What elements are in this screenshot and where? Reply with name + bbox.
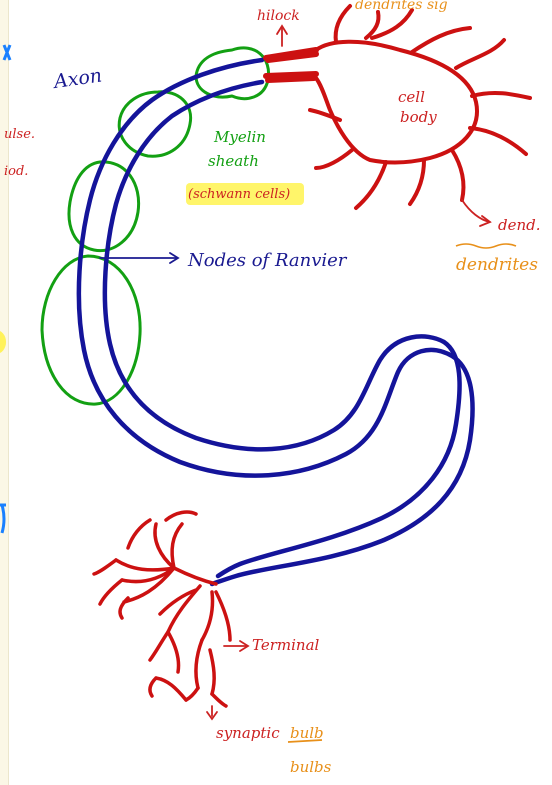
cell-body-label-2: body bbox=[400, 108, 437, 126]
terminal-tip-left bbox=[150, 678, 186, 700]
bulb-label: bulb bbox=[290, 724, 324, 742]
dendrite-11 bbox=[316, 150, 352, 168]
dendrite-5 bbox=[456, 40, 504, 68]
terminal-twig-up bbox=[128, 512, 196, 548]
nodes-of-ranvier-label: Nodes of Ranvier bbox=[187, 250, 348, 271]
terminal-branch-down bbox=[202, 592, 230, 640]
terminal-tip-down bbox=[186, 688, 226, 706]
dendrites-top-label: dendrites sig bbox=[355, 0, 448, 13]
bulbs-label: bulbs bbox=[290, 758, 332, 776]
terminal-twig-down bbox=[196, 640, 214, 694]
dendrite-6 bbox=[472, 93, 530, 98]
schwann-cell-2 bbox=[119, 92, 190, 156]
axon bbox=[79, 60, 473, 584]
dendrite-9 bbox=[410, 160, 424, 204]
axon-hillock bbox=[266, 50, 316, 80]
myelin-sheath bbox=[42, 48, 269, 404]
dendrite-4 bbox=[412, 28, 470, 52]
cell-body-label-1: cell bbox=[398, 88, 425, 106]
terminal-twig-mid bbox=[150, 632, 179, 672]
synaptic-label: synaptic bbox=[216, 724, 280, 742]
margin-yellow-mark bbox=[0, 330, 6, 354]
myelin-label-2: sheath bbox=[208, 152, 259, 170]
margin-fragments: ulse. iod. bbox=[0, 45, 35, 533]
dendrites-label: dendrites bbox=[456, 255, 538, 275]
terminal-twig-left bbox=[94, 560, 122, 604]
soma-outline bbox=[316, 42, 477, 163]
margin-period-text: iod. bbox=[4, 164, 28, 179]
axon-outer-line bbox=[79, 60, 473, 584]
axon-label: Axon bbox=[51, 64, 104, 93]
schwann-label: (schwann cells) bbox=[188, 187, 290, 202]
dendrites-wavy-underline bbox=[456, 244, 516, 248]
terminal-trunk bbox=[174, 568, 216, 584]
terminal-branch-up bbox=[155, 524, 182, 568]
margin-blue-letter bbox=[0, 505, 6, 533]
hillock-label: hilock bbox=[257, 8, 300, 24]
dendrite-10 bbox=[356, 162, 386, 208]
margin-blue-mark bbox=[4, 45, 10, 60]
cell-body-group bbox=[266, 6, 530, 208]
terminal-branch-mid bbox=[160, 586, 200, 632]
margin-impulse-text: ulse. bbox=[4, 127, 35, 142]
myelin-label-1: Myelin bbox=[213, 128, 266, 146]
dend-short-label: dend. bbox=[498, 216, 541, 234]
dendrite-8 bbox=[452, 150, 464, 200]
dendrite-12 bbox=[310, 110, 340, 120]
dendrite-7 bbox=[470, 128, 526, 154]
terminal-label: Terminal bbox=[252, 636, 320, 654]
dendrite-2 bbox=[366, 12, 379, 38]
dendrite-1 bbox=[336, 6, 350, 42]
axon-terminal bbox=[94, 512, 230, 706]
